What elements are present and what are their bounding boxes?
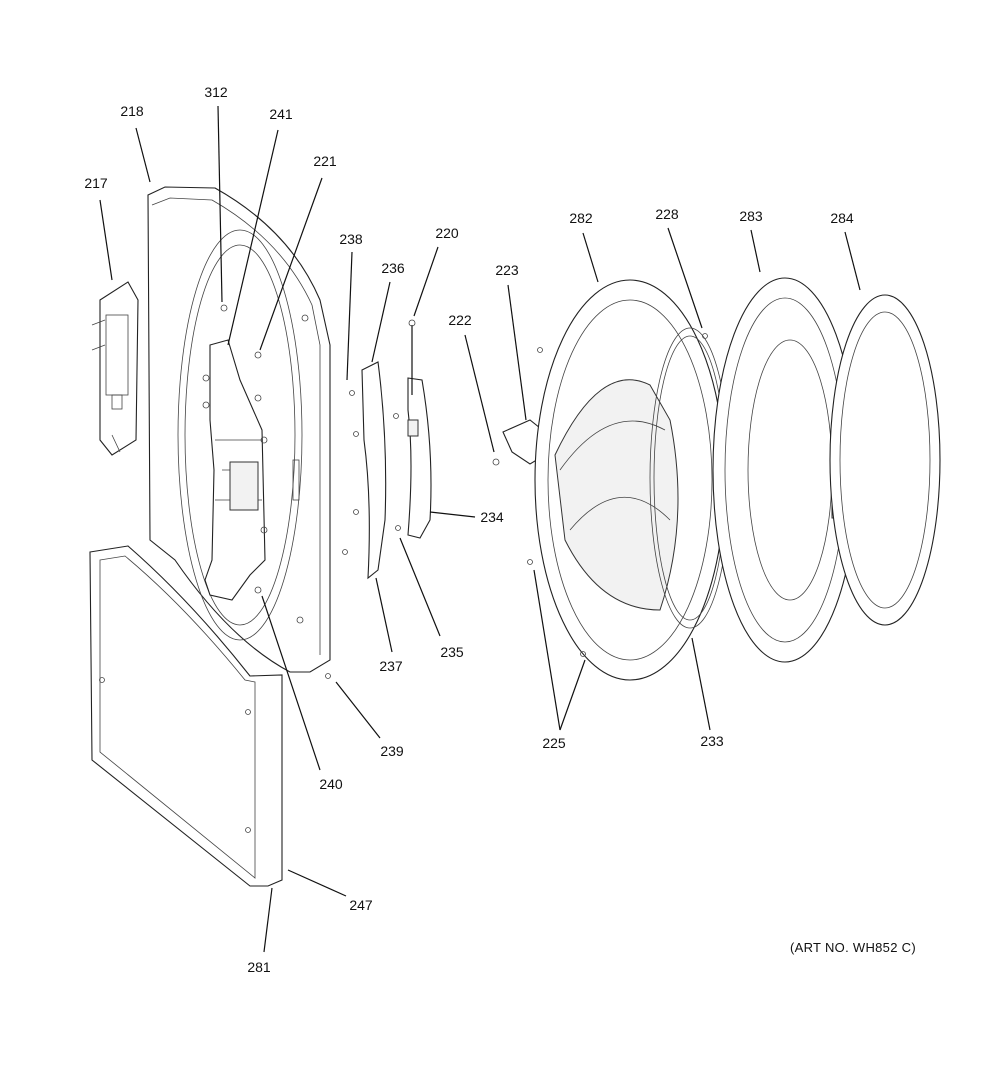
handle-screws bbox=[325, 390, 401, 679]
callout-241: 241 bbox=[269, 106, 293, 122]
panel-screws bbox=[202, 304, 268, 594]
callout-283: 283 bbox=[739, 208, 763, 224]
callout-225: 225 bbox=[542, 735, 566, 751]
door-latch-part-223 bbox=[492, 419, 541, 466]
control-board-part-217 bbox=[91, 281, 139, 456]
callout-235: 235 bbox=[440, 644, 464, 660]
callout-238: 238 bbox=[339, 231, 363, 247]
lower-panel-part-247 bbox=[89, 545, 283, 887]
callout-284: 284 bbox=[830, 210, 854, 226]
callout-236: 236 bbox=[381, 260, 405, 276]
callout-220: 220 bbox=[435, 225, 459, 241]
callout-222: 222 bbox=[448, 312, 472, 328]
callout-281: 281 bbox=[247, 959, 271, 975]
callout-223: 223 bbox=[495, 262, 519, 278]
callout-240: 240 bbox=[319, 776, 343, 792]
outer-door-frame-part-282 bbox=[534, 279, 726, 681]
callout-228: 228 bbox=[655, 206, 679, 222]
callout-221: 221 bbox=[313, 153, 337, 169]
dispenser-bracket-part-241 bbox=[204, 339, 266, 601]
handle-part-234 bbox=[407, 377, 432, 539]
callout-234: 234 bbox=[480, 509, 504, 525]
handle-cover-part-236 bbox=[361, 361, 387, 580]
door-screws-part-225 bbox=[527, 333, 708, 657]
actuator-rod-part-220 bbox=[408, 319, 416, 395]
callout-217: 217 bbox=[84, 175, 108, 191]
leader-lines bbox=[99, 105, 861, 953]
callout-312: 312 bbox=[204, 84, 228, 100]
callout-247: 247 bbox=[349, 897, 373, 913]
callout-237: 237 bbox=[379, 658, 403, 674]
art-number-label: (ART NO. WH852 C) bbox=[790, 940, 916, 955]
callout-233: 233 bbox=[700, 733, 724, 749]
door-trim-ring-part-284 bbox=[829, 294, 941, 626]
callout-labels: 217 218 312 241 221 238 236 220 223 222 … bbox=[84, 84, 854, 975]
callout-218: 218 bbox=[120, 103, 144, 119]
callout-282: 282 bbox=[569, 210, 593, 226]
callout-239: 239 bbox=[380, 743, 404, 759]
